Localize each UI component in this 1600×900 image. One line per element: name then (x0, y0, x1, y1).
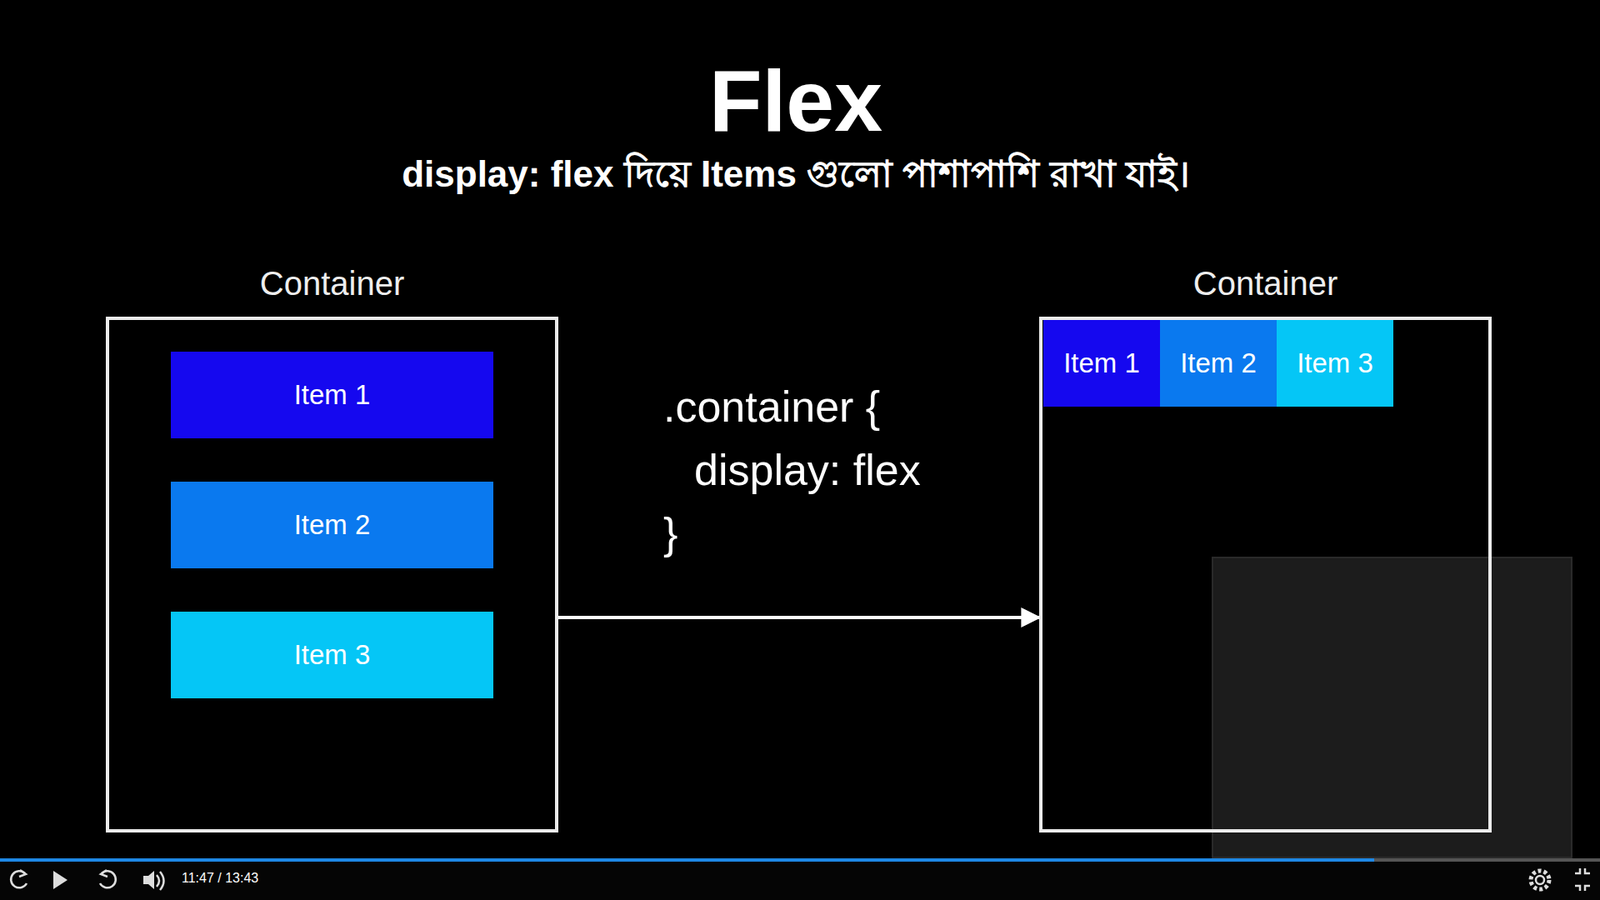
flex-container: ContainerItem 1Item 2Item 3 (1039, 316, 1492, 833)
subtitle: display: flex দিয়ে Items গুলো পাশাপাশি … (0, 146, 1592, 208)
progress-played (0, 858, 1375, 862)
flex-item: Item 3 (1276, 320, 1394, 407)
play-icon (53, 870, 68, 890)
webcam-frame (1212, 557, 1572, 858)
player-solid-icons (53, 870, 1550, 890)
item-label: Item 2 (1180, 347, 1257, 380)
flex-item: Item 1 (1043, 320, 1160, 407)
time-display: 11:47 / 13:43 (181, 870, 259, 886)
volume-icon (143, 870, 155, 890)
transform-arrow (558, 615, 1040, 620)
settings-icon (1535, 875, 1545, 885)
item-label: Item 1 (1063, 347, 1140, 380)
control-bar (0, 858, 1600, 900)
container-heading: Container (1042, 265, 1489, 303)
replay-arrow (19, 870, 26, 877)
webcam-overlay (1212, 557, 1572, 858)
item-label: Item 2 (294, 509, 371, 541)
code-line: .container { (663, 381, 880, 432)
volume-waves (156, 871, 165, 890)
slide-title: Flex (0, 51, 1592, 151)
item-label: Item 3 (294, 639, 371, 671)
flex-item: Item 2 (170, 481, 494, 569)
flex-container: ContainerItem 1Item 2Item 3 (105, 316, 559, 833)
forward-arrow (100, 870, 108, 877)
flex-item: Item 3 (170, 611, 494, 699)
container-heading: Container (109, 265, 555, 303)
settings-gear (1530, 870, 1550, 890)
flex-item: Item 2 (1160, 320, 1277, 407)
player-icons (10, 868, 1590, 891)
item-label: Item 3 (1296, 347, 1374, 380)
code-line: display: flex (694, 445, 921, 495)
fullscreen-icon (1575, 868, 1590, 891)
code-line: } (663, 508, 678, 559)
flex-item: Item 1 (170, 351, 494, 439)
progress-track (0, 858, 1600, 862)
item-label: Item 1 (294, 379, 371, 411)
